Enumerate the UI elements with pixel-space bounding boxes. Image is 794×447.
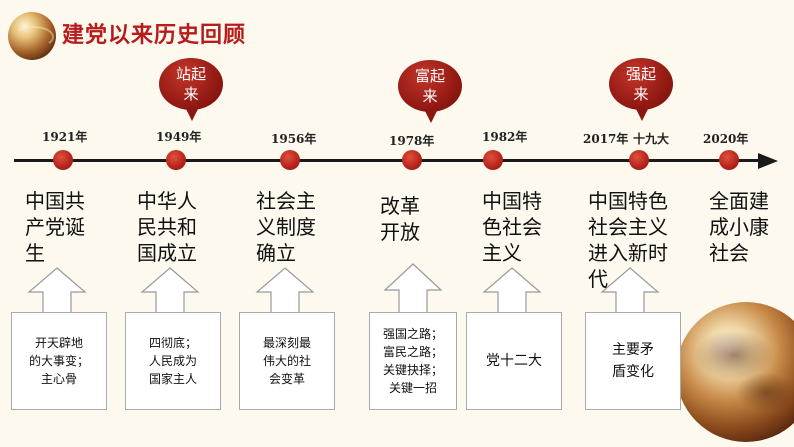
event-line: 社会主 bbox=[256, 189, 316, 213]
bubble-line: 来 bbox=[633, 85, 649, 103]
year-label: 1921年 bbox=[42, 130, 88, 144]
event-line: 中国共 bbox=[25, 189, 85, 213]
note-line: 关键一招 bbox=[388, 381, 437, 395]
timeline-dot bbox=[629, 150, 649, 170]
timeline-dot bbox=[166, 150, 186, 170]
note-box: 强国之路； 富民之路； 关键抉择； 关键一招 bbox=[369, 312, 457, 410]
year-label: 1982年 bbox=[482, 130, 528, 144]
note-box: 四彻底； 人民成为 国家主人 bbox=[125, 312, 221, 410]
note-line: 会变革 bbox=[268, 372, 305, 386]
bubble-line: 来 bbox=[422, 87, 438, 105]
timeline-dot bbox=[719, 150, 739, 170]
event-line: 确立 bbox=[256, 241, 296, 265]
note-line: 盾变化 bbox=[612, 364, 654, 380]
globe-logo-small bbox=[8, 12, 56, 60]
event-founding-of-cpc: 中国共 产党诞 生 bbox=[25, 188, 85, 266]
up-arrow-icon bbox=[27, 267, 87, 314]
event-new-era: 中国特色 社会主义 进入新时 代 bbox=[588, 188, 668, 292]
event-line: 进入新时 bbox=[588, 241, 668, 265]
up-arrow-icon bbox=[482, 267, 542, 314]
up-arrow-icon bbox=[140, 267, 200, 314]
note-line: 主心骨 bbox=[40, 372, 77, 386]
note-line: 伟大的社 bbox=[262, 354, 311, 368]
timeline-dot bbox=[483, 150, 503, 170]
event-line: 义制度 bbox=[256, 215, 316, 239]
timeline-arrowhead bbox=[758, 153, 778, 169]
note-line: 开天辟地 bbox=[34, 336, 83, 350]
year-label: 2020年 bbox=[703, 132, 749, 146]
event-line: 成小康 bbox=[709, 215, 769, 239]
event-line: 开放 bbox=[380, 220, 420, 244]
globe-decoration-large bbox=[676, 302, 794, 442]
event-line: 生 bbox=[25, 241, 45, 265]
timeline-dot bbox=[402, 150, 422, 170]
note-line: 国家主人 bbox=[148, 372, 197, 386]
event-line: 全面建 bbox=[709, 189, 769, 213]
event-socialist-system: 社会主 义制度 确立 bbox=[256, 188, 316, 266]
note-line: 主要矛 bbox=[612, 342, 654, 358]
timeline-axis bbox=[14, 159, 764, 162]
year-label: 1956年 bbox=[271, 132, 317, 146]
event-line: 中国特 bbox=[482, 189, 542, 213]
up-arrow-icon bbox=[600, 267, 660, 314]
event-line: 改革 bbox=[380, 194, 420, 218]
note-box: 最深刻最 伟大的社 会变革 bbox=[239, 312, 335, 410]
event-line: 民共和 bbox=[137, 215, 197, 239]
note-box: 党十二大 bbox=[466, 312, 562, 410]
bubble-line: 富起 bbox=[414, 67, 445, 85]
bubble-get-rich: 富起来 bbox=[398, 60, 462, 123]
event-founding-of-prc: 中华人 民共和 国成立 bbox=[137, 188, 197, 266]
year-label: 十九大 bbox=[633, 132, 670, 146]
year-label: 1978年 bbox=[389, 134, 435, 148]
up-arrow-icon bbox=[383, 263, 443, 314]
bubble-line: 来 bbox=[183, 85, 199, 103]
page-title: 建党以来历史回顾 bbox=[62, 23, 247, 48]
note-line: 最深刻最 bbox=[262, 336, 311, 350]
note-box: 主要矛 盾变化 bbox=[585, 312, 681, 410]
event-moderate-prosperity: 全面建 成小康 社会 bbox=[709, 188, 769, 266]
event-line: 国成立 bbox=[137, 241, 197, 265]
event-line: 代 bbox=[588, 267, 608, 291]
note-line: 富民之路； bbox=[382, 345, 443, 359]
bubble-stand-up: 站起来 bbox=[159, 58, 223, 121]
up-arrow-icon bbox=[255, 267, 315, 314]
event-chinese-socialism: 中国特 色社会 主义 bbox=[482, 188, 542, 266]
bubble-line: 强起 bbox=[625, 65, 656, 83]
event-line: 社会主义 bbox=[588, 215, 668, 239]
event-line: 色社会 bbox=[482, 215, 542, 239]
note-box: 开天辟地 的大事变； 主心骨 bbox=[11, 312, 107, 410]
event-line: 产党诞 bbox=[25, 215, 85, 239]
event-reform-opening: 改革 开放 bbox=[380, 193, 420, 245]
timeline-dot bbox=[53, 150, 73, 170]
note-line: 关键抉择； bbox=[382, 363, 443, 377]
note-line: 的大事变； bbox=[28, 354, 89, 368]
note-line: 人民成为 bbox=[148, 354, 197, 368]
year-label: 2017年 bbox=[583, 132, 629, 146]
event-line: 中国特色 bbox=[588, 189, 668, 213]
note-line: 四彻底； bbox=[148, 336, 197, 350]
event-line: 主义 bbox=[482, 241, 522, 265]
event-line: 社会 bbox=[709, 241, 749, 265]
note-line: 强国之路； bbox=[382, 327, 443, 341]
timeline-dot bbox=[280, 150, 300, 170]
event-line: 中华人 bbox=[137, 189, 197, 213]
year-label: 1949年 bbox=[156, 130, 202, 144]
bubble-line: 站起 bbox=[175, 65, 206, 83]
bubble-become-strong: 强起来 bbox=[609, 58, 673, 121]
note-line: 党十二大 bbox=[486, 353, 542, 369]
